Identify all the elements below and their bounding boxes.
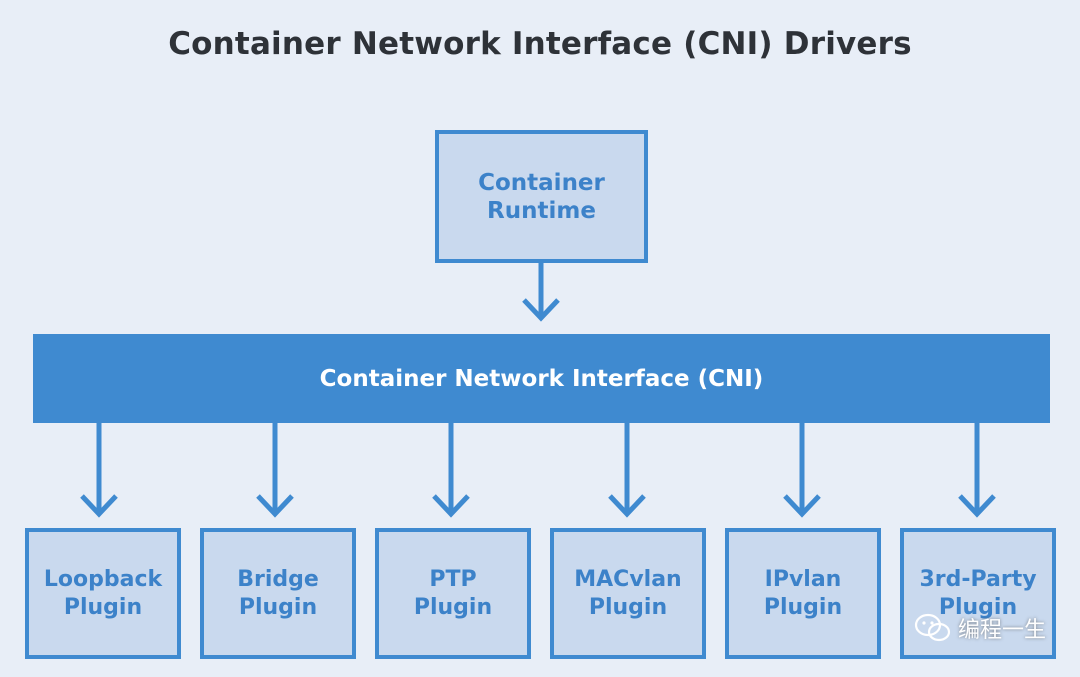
arrow-cni-to-bridge bbox=[256, 423, 294, 518]
arrow-cni-to-macvlan bbox=[608, 423, 646, 518]
diagram-title: Container Network Interface (CNI) Driver… bbox=[168, 26, 912, 62]
arrow-runtime-to-cni bbox=[522, 263, 560, 322]
cni-bar: Container Network Interface (CNI) bbox=[33, 334, 1050, 423]
arrow-cni-to-ipvlan bbox=[783, 423, 821, 518]
watermark: 编程一生 bbox=[914, 612, 1046, 644]
plugin-label: 3rd-Party Plugin bbox=[919, 566, 1037, 620]
plugin-label: PTP Plugin bbox=[413, 566, 493, 620]
plugin-box-macvlan: MACvlan Plugin bbox=[550, 528, 706, 659]
wechat-icon bbox=[914, 613, 951, 642]
plugin-box-bridge: Bridge Plugin bbox=[200, 528, 356, 659]
plugin-label: IPvlan Plugin bbox=[763, 566, 843, 620]
plugin-label: Loopback Plugin bbox=[43, 566, 163, 620]
container-runtime-box: Container Runtime bbox=[435, 130, 648, 263]
plugin-box-ptp: PTP Plugin bbox=[375, 528, 531, 659]
cni-bar-label: Container Network Interface (CNI) bbox=[319, 365, 764, 392]
arrow-cni-to-3rd-party bbox=[958, 423, 996, 518]
arrow-cni-to-loopback bbox=[80, 423, 118, 518]
plugin-label: MACvlan Plugin bbox=[574, 566, 682, 620]
watermark-text: 编程一生 bbox=[957, 618, 1046, 643]
container-runtime-label: Container Runtime bbox=[478, 169, 605, 224]
plugin-box-ipvlan: IPvlan Plugin bbox=[725, 528, 881, 659]
plugin-box-3rd-party: 3rd-Party Plugin bbox=[900, 528, 1056, 659]
plugin-box-loopback: Loopback Plugin bbox=[25, 528, 181, 659]
arrow-cni-to-ptp bbox=[432, 423, 470, 518]
plugin-label: Bridge Plugin bbox=[237, 566, 319, 620]
